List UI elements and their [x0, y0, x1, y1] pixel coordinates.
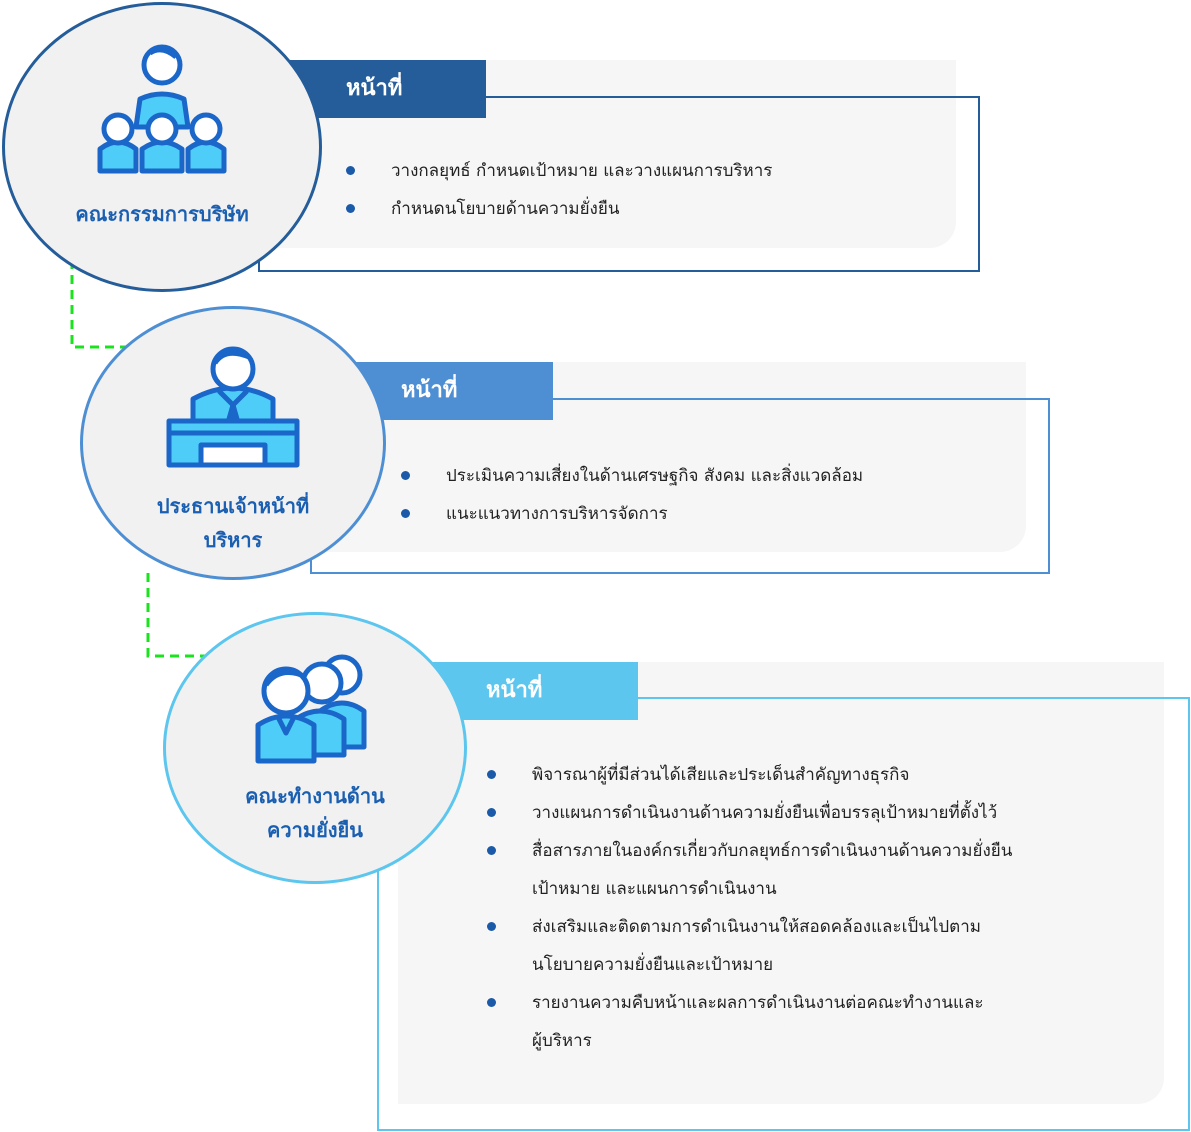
duty-item-continued: ผู้บริหาร: [532, 1031, 592, 1051]
duty-tab-board: หน้าที่: [288, 60, 486, 118]
connector-ceo-to-team: [146, 573, 208, 658]
duty-item: วางกลยุทธ์ กำหนดเป้าหมาย และวางแผนการบริ…: [343, 152, 772, 190]
board-group-icon: [97, 44, 227, 174]
duty-list-board: วางกลยุทธ์ กำหนดเป้าหมาย และวางแผนการบริ…: [343, 152, 772, 228]
role-circle-team: คณะทำงานด้าน ความยั่งยืน: [163, 612, 467, 884]
role-title-ceo-line1: ประธานเจ้าหน้าที่: [156, 494, 310, 518]
executive-podium-icon: [166, 346, 300, 468]
duty-item: แนะแนวทางการบริหารจัดการ: [398, 495, 863, 533]
duty-item: ประเมินความเสี่ยงในด้านเศรษฐกิจ สังคม แล…: [398, 457, 863, 495]
role-circle-ceo: ประธานเจ้าหน้าที่ บริหาร: [80, 306, 386, 580]
duty-item: พิจารณาผู้ที่มีส่วนได้เสียและประเด็นสำคั…: [484, 756, 1012, 794]
team-group-icon: [255, 654, 367, 764]
duty-item-continued: นโยบายความยั่งยืนและเป้าหมาย: [532, 955, 774, 975]
role-circle-board: คณะกรรมการบริษัท: [2, 2, 322, 292]
role-title-ceo-line2: บริหาร: [203, 528, 263, 552]
duty-list-team: พิจารณาผู้ที่มีส่วนได้เสียและประเด็นสำคั…: [484, 756, 1012, 1060]
duty-item: รายงานความคืบหน้าและผลการดำเนินงานต่อคณะ…: [484, 984, 1012, 1022]
duty-frame-team: [377, 697, 1190, 1131]
role-title-team-line2: ความยั่งยืน: [267, 818, 363, 842]
duty-tab-team: หน้าที่: [428, 662, 638, 720]
role-title-team-line1: คณะทำงานด้าน: [245, 784, 385, 808]
duty-item: วางแผนการดำเนินงานด้านความยั่งยืนเพื่อบร…: [484, 794, 1012, 832]
duty-item: ส่งเสริมและติดตามการดำเนินงานให้สอดคล้อง…: [484, 908, 1012, 946]
role-title-team: คณะทำงานด้าน ความยั่งยืน: [166, 779, 464, 847]
role-title-ceo: ประธานเจ้าหน้าที่ บริหาร: [83, 489, 383, 557]
role-title-board: คณะกรรมการบริษัท: [75, 202, 249, 226]
duty-card-team: [398, 662, 1164, 1104]
duty-item-continued: เป้าหมาย และแผนการดำเนินงาน: [532, 879, 777, 899]
duty-item: กำหนดนโยบายด้านความยั่งยืน: [343, 190, 772, 228]
duty-list-ceo: ประเมินความเสี่ยงในด้านเศรษฐกิจ สังคม แล…: [398, 457, 863, 533]
duty-item: สื่อสารภายในองค์กรเกี่ยวกับกลยุทธ์การดำเ…: [484, 832, 1012, 870]
